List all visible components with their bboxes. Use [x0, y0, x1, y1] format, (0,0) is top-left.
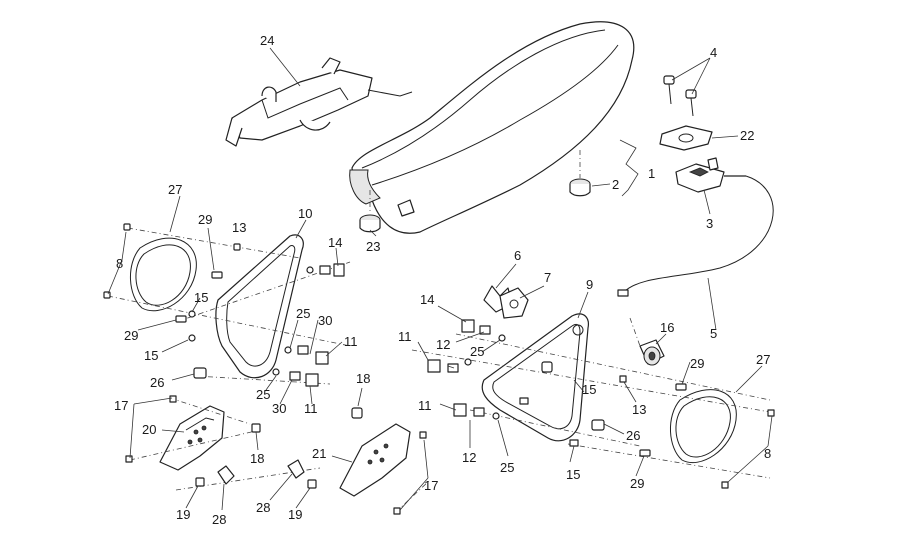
- callout-19-right: 19: [288, 507, 302, 522]
- callout-11-right-bottom: 11: [418, 398, 432, 413]
- leader-lines: [107, 47, 773, 511]
- callout-22: 22: [740, 128, 754, 143]
- callout-labels: 24 4 22 1 2 3 5 23 27 10 29 13 8 14 15 2…: [114, 33, 771, 527]
- callout-4: 4: [710, 45, 717, 60]
- callout-29-left: 29: [124, 328, 138, 343]
- callout-27-left: 27: [168, 182, 182, 197]
- trim-ring-right-27: [669, 389, 737, 464]
- callout-26-right: 26: [626, 428, 640, 443]
- callout-14-left: 14: [328, 235, 342, 250]
- side-panel-left-10: [215, 234, 304, 379]
- callout-25-top: 25: [296, 306, 310, 321]
- callout-10: 10: [298, 206, 312, 221]
- callout-28-right: 28: [256, 500, 270, 515]
- rubber-bumper-23: [359, 190, 381, 233]
- callout-7: 7: [544, 270, 551, 285]
- lock-plate-22: [659, 125, 713, 151]
- callout-25-mid: 25: [470, 344, 484, 359]
- callout-9: 9: [586, 277, 593, 292]
- callout-17-right: 17: [424, 478, 438, 493]
- seat-lock-latch-3: [675, 157, 725, 193]
- callout-23: 23: [366, 239, 380, 254]
- lock-cable-5: [617, 175, 774, 297]
- callout-2: 2: [612, 177, 619, 192]
- callout-8-left: 8: [116, 256, 123, 271]
- callout-30-top: 30: [318, 313, 332, 328]
- hardware-fasteners: [103, 223, 775, 515]
- callout-13-right: 13: [632, 402, 646, 417]
- callout-14-right: 14: [420, 292, 434, 307]
- callout-26-left: 26: [150, 375, 164, 390]
- trim-ring-left-27: [129, 237, 197, 312]
- callout-30-left: 30: [272, 401, 286, 416]
- callout-11-right-top: 11: [398, 329, 412, 344]
- callout-17-left: 17: [114, 398, 128, 413]
- plate-7: [499, 287, 529, 319]
- seat-support-bracket: [225, 57, 413, 147]
- assembly-axis-lines: [107, 227, 771, 513]
- callout-18-left: 18: [250, 451, 264, 466]
- callout-8-right: 8: [764, 446, 771, 461]
- callout-15-top: 15: [194, 290, 208, 305]
- callout-21: 21: [312, 446, 326, 461]
- callout-11-left-top: 11: [344, 334, 358, 349]
- callout-24: 24: [260, 33, 274, 48]
- callout-27-right: 27: [756, 352, 770, 367]
- callout-28-left: 28: [212, 512, 226, 527]
- callout-29-top: 29: [198, 212, 212, 227]
- callout-1: 1: [648, 166, 655, 181]
- callout-12-bottom: 12: [462, 450, 476, 465]
- callout-19-left: 19: [176, 507, 190, 522]
- callout-29-right: 29: [690, 356, 704, 371]
- side-cover-left-20: [159, 405, 225, 471]
- rubber-bumper-2: [569, 150, 591, 197]
- callout-25-bottom: 25: [500, 460, 514, 475]
- callout-29-bottom: 29: [630, 476, 644, 491]
- callout-16: 16: [660, 320, 674, 335]
- side-cover-right-21: [339, 423, 411, 497]
- callout-3: 3: [706, 216, 713, 231]
- callout-11-left-bottom: 11: [304, 401, 318, 416]
- callout-15-left: 15: [144, 348, 158, 363]
- seat-assembly: [349, 21, 635, 234]
- callout-13-left: 13: [232, 220, 246, 235]
- lock-cylinder-16: [639, 339, 665, 366]
- callout-6: 6: [514, 248, 521, 263]
- callout-15-right: 15: [582, 382, 596, 397]
- callout-12-top: 12: [436, 337, 450, 352]
- side-panel-right-9: [481, 313, 589, 442]
- callout-25-left: 25: [256, 387, 270, 402]
- callout-18-right: 18: [356, 371, 370, 386]
- screws-4: [663, 75, 697, 117]
- callout-5: 5: [710, 326, 717, 341]
- callout-20: 20: [142, 422, 156, 437]
- callout-15-bottom: 15: [566, 467, 580, 482]
